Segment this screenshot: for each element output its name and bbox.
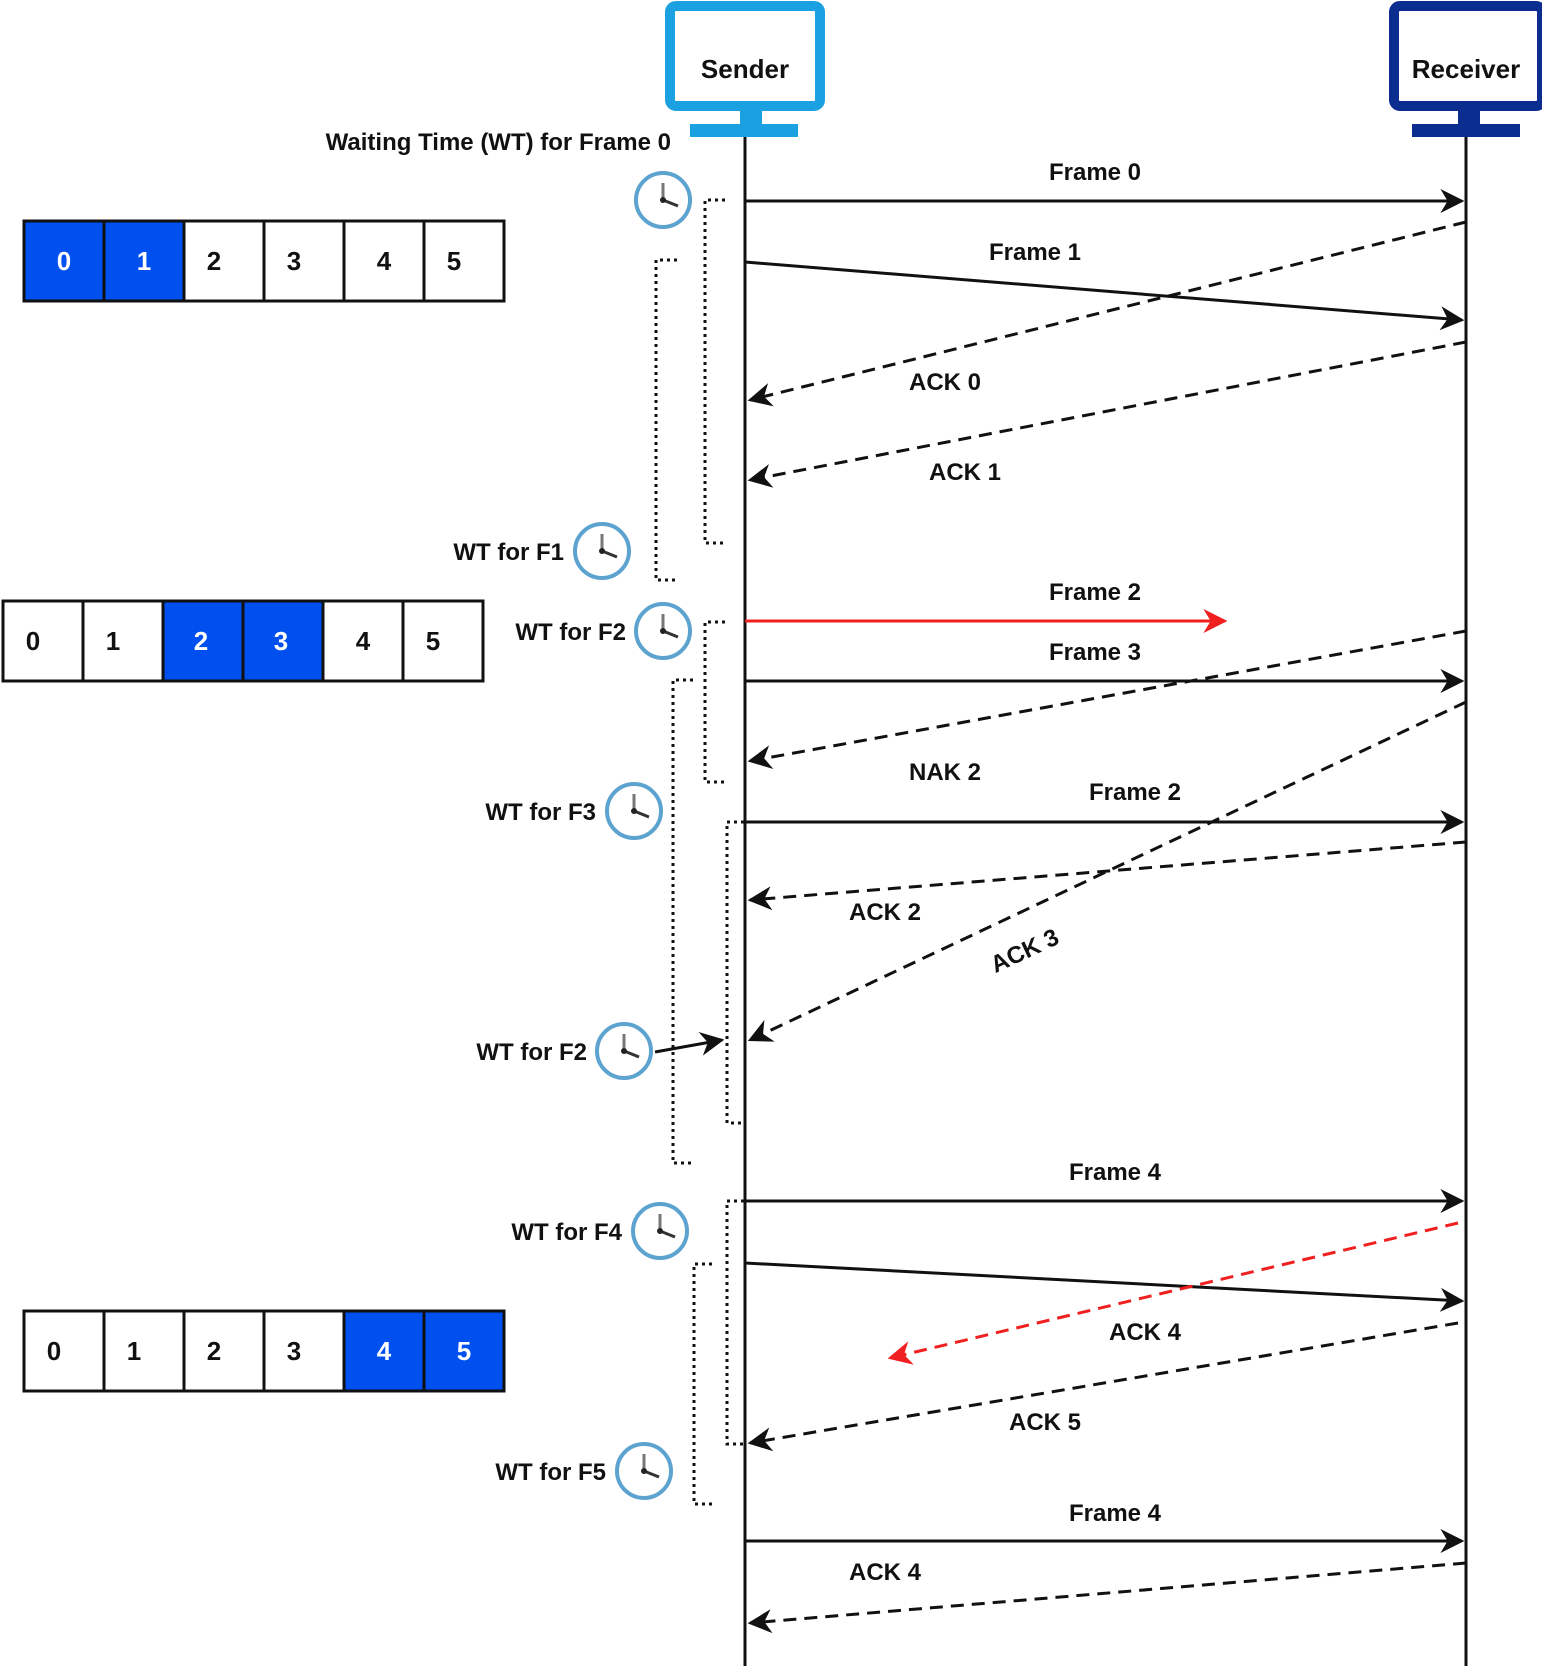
msg-frame-3-label: Frame 3: [1049, 639, 1141, 666]
clock-icon: [573, 522, 631, 580]
timer-label-f3: WT for F3: [485, 799, 596, 826]
window-cell-label: 0: [26, 626, 40, 656]
clock-icon: [631, 1202, 689, 1260]
msg-frame-4-resend-label: Frame 4: [1069, 1500, 1162, 1527]
msg-frame-4-label: Frame 4: [1069, 1159, 1162, 1186]
timer-bracket-f5: [692, 1262, 712, 1506]
timer-label-f1: WT for F1: [453, 539, 564, 566]
msg-ack-4-resend-arrow: [747, 1561, 1467, 1634]
msg-frame-2-resend-label: Frame 2: [1089, 779, 1181, 806]
window-cell-label: 0: [57, 246, 71, 276]
msg-ack-0-label: ACK 0: [909, 369, 981, 396]
window-cell: [342, 219, 426, 303]
timer-pointer-arrow: [654, 1031, 725, 1056]
window-cell: [81, 599, 165, 683]
window-cell: [422, 1309, 506, 1393]
timer-label-f2-second: WT for F2: [476, 1039, 587, 1066]
window-cell-label: 5: [426, 626, 440, 656]
window-cell: [161, 599, 245, 683]
window-cell-label: 4: [377, 1336, 392, 1366]
window-cell: [422, 219, 506, 303]
window-cell-label: 3: [287, 246, 301, 276]
sliding-window-3: 0 1 2 3 4 5: [22, 1309, 506, 1393]
window-cell: [1, 599, 85, 683]
msg-ack-2-arrow: [747, 840, 1467, 911]
clock-icon: [615, 1442, 673, 1500]
timer-label-f2-first: WT for F2: [515, 619, 626, 646]
msg-ack-3-label: ACK 3: [986, 924, 1063, 979]
window-cell-label: 4: [356, 626, 371, 656]
timer-bracket-f4: [725, 1199, 744, 1446]
msg-frame-1-label: Frame 1: [989, 239, 1081, 266]
timer-bracket-f3: [671, 678, 693, 1165]
messages: Frame 0 Frame 1 ACK 0 ACK 1 Frame 2 Fram…: [744, 159, 1467, 1634]
window-cell: [102, 1309, 186, 1393]
window-cell: [401, 599, 485, 683]
sender-monitor-icon: Sender: [665, 1, 825, 137]
timer-bracket-f2-second: [725, 820, 744, 1125]
clock-icons: [573, 171, 692, 1500]
msg-ack-4-lost-arrow: [887, 1221, 1459, 1365]
window-cell-label: 3: [287, 1336, 301, 1366]
window-cell-label: 4: [377, 246, 392, 276]
msg-ack-4-lost-label: ACK 4: [1109, 1319, 1182, 1346]
window-cell: [321, 599, 405, 683]
msg-frame-5-arrow: [744, 1261, 1465, 1312]
window-cell-label: 1: [137, 246, 151, 276]
timer-bracket-f1: [654, 258, 677, 582]
clock-icon: [605, 782, 663, 840]
window-cell: [22, 1309, 106, 1393]
msg-ack-3-arrow: [747, 700, 1467, 1042]
window-cell-label: 2: [194, 626, 208, 656]
window-cell: [262, 219, 346, 303]
sender-label: Sender: [701, 54, 789, 84]
timer-bracket-f0: [703, 198, 725, 545]
sliding-window-1: 0 1 2 3 4 5: [22, 219, 506, 303]
msg-ack-5-arrow: [747, 1321, 1459, 1452]
window-cell: [241, 599, 325, 683]
window-cell-label: 3: [274, 626, 288, 656]
window-cell: [182, 1309, 266, 1393]
msg-ack-2-label: ACK 2: [849, 899, 921, 926]
timer-label-f4: WT for F4: [511, 1219, 622, 1246]
window-cell-label: 5: [457, 1336, 471, 1366]
window-cell: [182, 219, 266, 303]
clock-icon: [634, 171, 692, 229]
msg-frame-1-arrow: [744, 260, 1465, 331]
window-cell-label: 0: [47, 1336, 61, 1366]
clock-icon: [634, 602, 692, 660]
window-cell: [102, 219, 186, 303]
msg-ack-0-arrow: [747, 220, 1467, 407]
timer-labels: Waiting Time (WT) for Frame 0 WT for F1 …: [326, 129, 671, 1486]
receiver-monitor-icon: Receiver: [1389, 1, 1542, 137]
timer-label-f5: WT for F5: [495, 1459, 606, 1486]
window-cell-label: 5: [447, 246, 461, 276]
msg-ack-4-resend-label: ACK 4: [849, 1559, 922, 1586]
msg-ack-1-arrow: [747, 340, 1467, 488]
timer-brackets: [654, 198, 744, 1506]
timer-label-frame0: Waiting Time (WT) for Frame 0: [326, 129, 671, 156]
clock-icon: [595, 1022, 653, 1080]
msg-frame-0-label: Frame 0: [1049, 159, 1141, 186]
msg-ack-5-label: ACK 5: [1009, 1409, 1081, 1436]
window-cell: [342, 1309, 426, 1393]
window-cell-label: 2: [207, 246, 221, 276]
window-cell-label: 2: [207, 1336, 221, 1366]
msg-nak-2-label: NAK 2: [909, 759, 981, 786]
window-cell-label: 1: [106, 626, 120, 656]
msg-ack-1-label: ACK 1: [929, 459, 1001, 486]
msg-nak-2-arrow: [747, 629, 1467, 769]
receiver-label: Receiver: [1412, 54, 1520, 84]
window-cell: [262, 1309, 346, 1393]
window-cell-label: 1: [127, 1336, 141, 1366]
sliding-window-2: 0 1 2 3 4 5: [1, 599, 485, 683]
msg-frame-2-lost-label: Frame 2: [1049, 579, 1141, 606]
timer-bracket-f2-first: [703, 620, 725, 784]
